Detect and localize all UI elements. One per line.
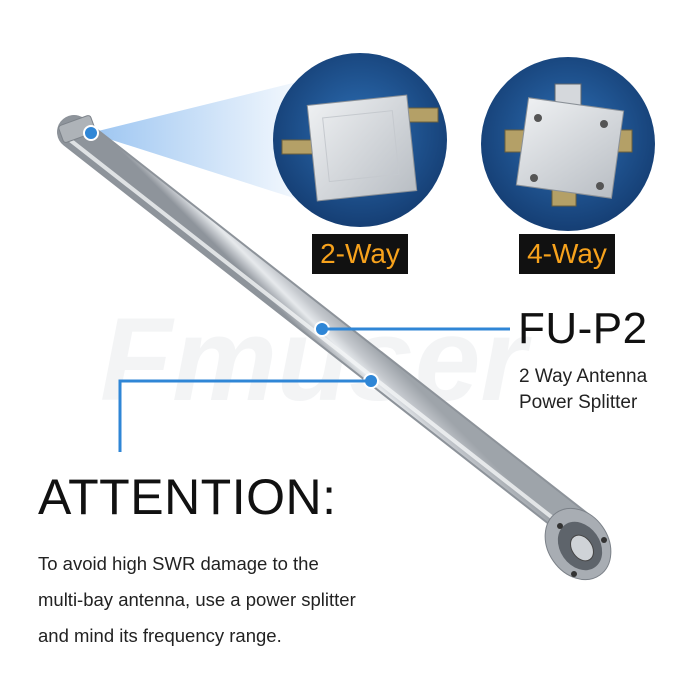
callout-line-attention xyxy=(118,379,371,452)
model-subtitle: 2 Way Antenna Power Splitter xyxy=(519,364,689,416)
attention-line3: and mind its frequency range. xyxy=(38,625,282,646)
n-connector xyxy=(570,534,594,562)
attention-heading: ATTENTION: xyxy=(38,469,337,525)
marker-dot-top xyxy=(83,125,99,141)
model-title: FU-P2 xyxy=(518,304,648,353)
splitter-2way-image xyxy=(273,53,447,227)
attention-body: To avoid high SWR damage to the multi-ba… xyxy=(38,546,458,654)
label-2-way: 2-Way xyxy=(312,234,408,274)
model-subtitle-line1: 2 Way Antenna xyxy=(519,366,648,387)
label-4-way: 4-Way xyxy=(519,234,615,274)
splitter-4way-image xyxy=(481,57,655,231)
attention-line2: multi-bay antenna, use a power splitter xyxy=(38,589,356,610)
model-subtitle-line2: Power Splitter xyxy=(519,392,638,413)
attention-line1: To avoid high SWR damage to the xyxy=(38,553,319,574)
highlight-beam xyxy=(90,80,305,200)
